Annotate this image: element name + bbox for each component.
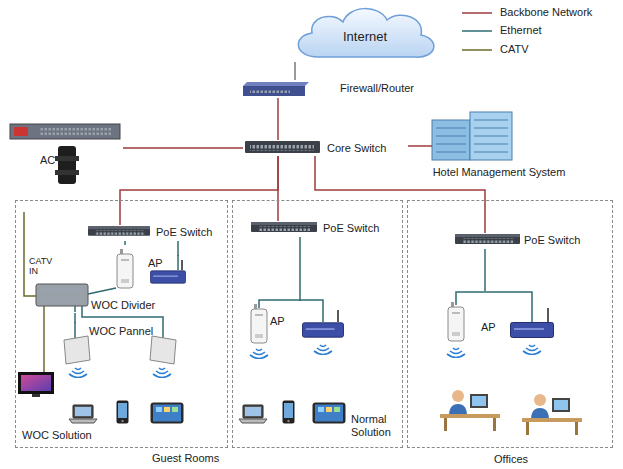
device-label: WOC Divider [91,299,155,312]
annotation-label: CATV IN [29,256,59,277]
region-label: WOC Solution [22,429,92,442]
device-label: AP [481,321,496,334]
cloud-node: Internet [292,6,440,62]
device-label: PoE Switch [524,234,580,247]
connector [124,241,126,245]
device-label: Core Switch [327,142,386,155]
switch-node: Core Switch [243,140,408,156]
legend-text: Ethernet [500,24,542,37]
client-device [69,390,582,435]
wifi-symbol [69,345,541,378]
panel-icon [64,336,176,364]
connector [177,241,179,256]
device-label: WOC Pannel [89,325,153,338]
legend-text: Backbone Network [500,6,592,19]
connector [299,237,301,301]
connector [294,62,295,80]
device-label: PoE Switch [323,222,379,235]
tv-icon [18,372,54,397]
connector [484,249,486,291]
device-label: PoE Switch [156,226,212,239]
firewall-node: Firewall/Router [240,80,420,98]
region-label: Normal Solution [351,413,403,438]
ac-icon [10,124,120,184]
device-label: AP [148,257,163,270]
core-switch-icon [245,141,320,153]
wire [24,146,532,372]
switch-node: PoE Switch [87,225,222,241]
divider-icon [36,284,88,306]
annotation-label: Guest Rooms [152,452,219,465]
connector [120,156,278,225]
firewall-icon [243,82,309,96]
ap-icon [117,249,554,343]
divider-node: WOC Divider [29,245,165,313]
connector [277,98,279,140]
region-box: OfficesPoE SwitchAP [407,200,613,448]
region-box: WOC Solution PoE SwitchAP WOC DividerWOC P… [15,200,228,448]
connector [74,313,76,323]
region-label: Offices [408,453,614,466]
switch-node: PoE Switch [453,233,593,249]
switch-node: PoE Switch [249,221,389,237]
legend-sample [462,13,492,50]
server-node: Hotel Management System [428,110,572,182]
device-label: AC [40,154,55,167]
legend-text: CATV [500,43,529,56]
connector [123,147,243,149]
poe-switch-icon [88,222,520,244]
region-box: Normal Solution PoE SwitchAP [232,200,403,448]
ap-node: AP [443,291,561,346]
ap-node: AP [146,256,193,288]
ap-node: AP [246,301,352,346]
server-icon [432,112,512,160]
device-label: Firewall/Router [340,82,414,95]
connector [408,145,428,147]
connector [277,156,279,221]
device-label: AP [270,315,285,328]
device-label: Internet [292,30,438,45]
panel-node: WOC Pannel [61,323,183,373]
ac-node: AC [8,120,123,188]
device-label: Hotel Management System [428,166,570,179]
